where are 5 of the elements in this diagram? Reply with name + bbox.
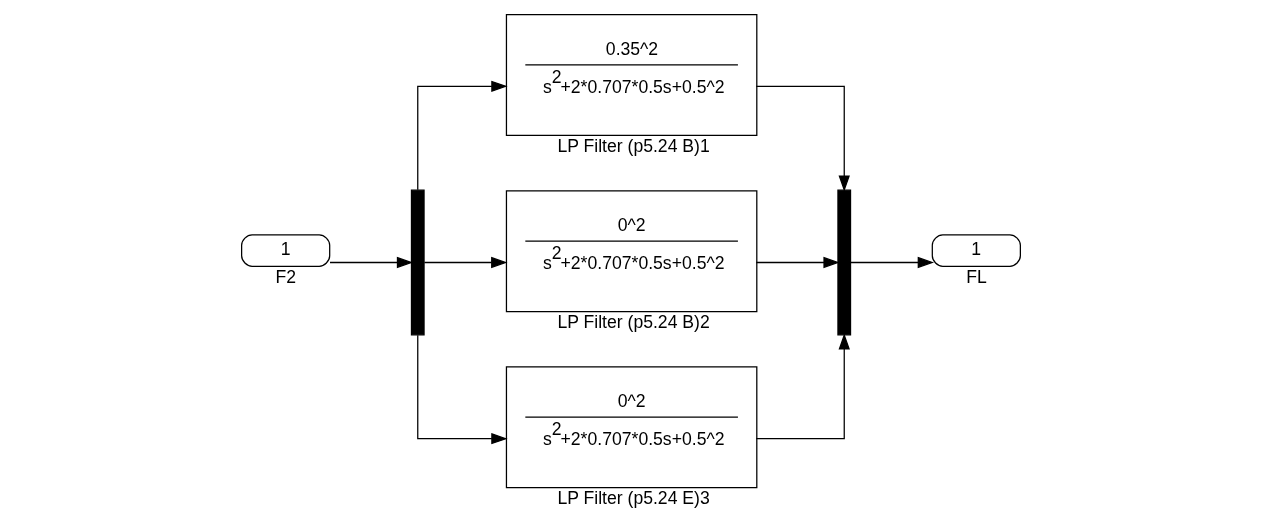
node-label: FL <box>966 266 987 287</box>
node-label: LP Filter (p5.24 E)3 <box>557 487 710 508</box>
node-label: LP Filter (p5.24 B)1 <box>557 135 710 156</box>
node-label: F2 <box>275 266 297 287</box>
node-label: LP Filter (p5.24 B)2 <box>557 311 710 332</box>
